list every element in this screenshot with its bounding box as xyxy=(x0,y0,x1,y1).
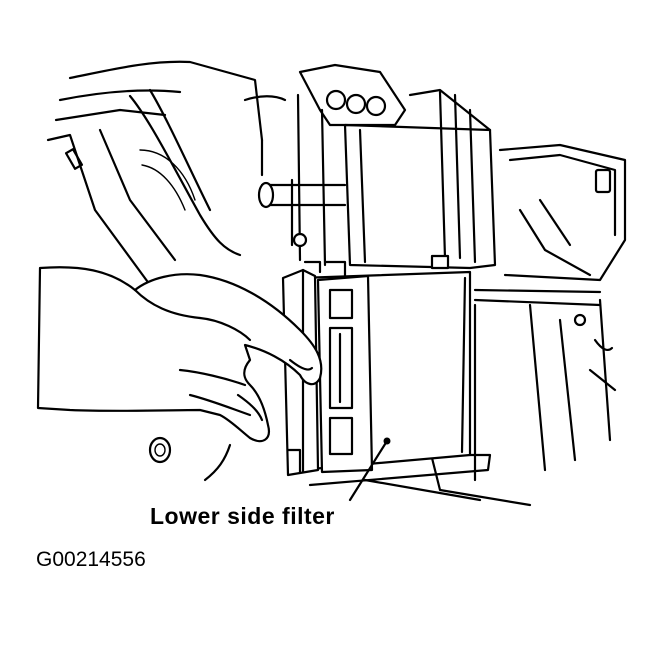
lower-side-filter xyxy=(281,260,492,487)
blower-case xyxy=(343,88,617,507)
mounting-bracket xyxy=(257,63,407,267)
callout-leader xyxy=(348,437,391,502)
dashboard-structure xyxy=(46,60,287,287)
figure-id: G00214556 xyxy=(36,548,146,571)
reference-circle-symbol xyxy=(148,436,172,464)
side-duct xyxy=(498,143,627,351)
callout-label-lower-side-filter: Lower side filter xyxy=(150,503,335,529)
hand xyxy=(36,266,323,482)
